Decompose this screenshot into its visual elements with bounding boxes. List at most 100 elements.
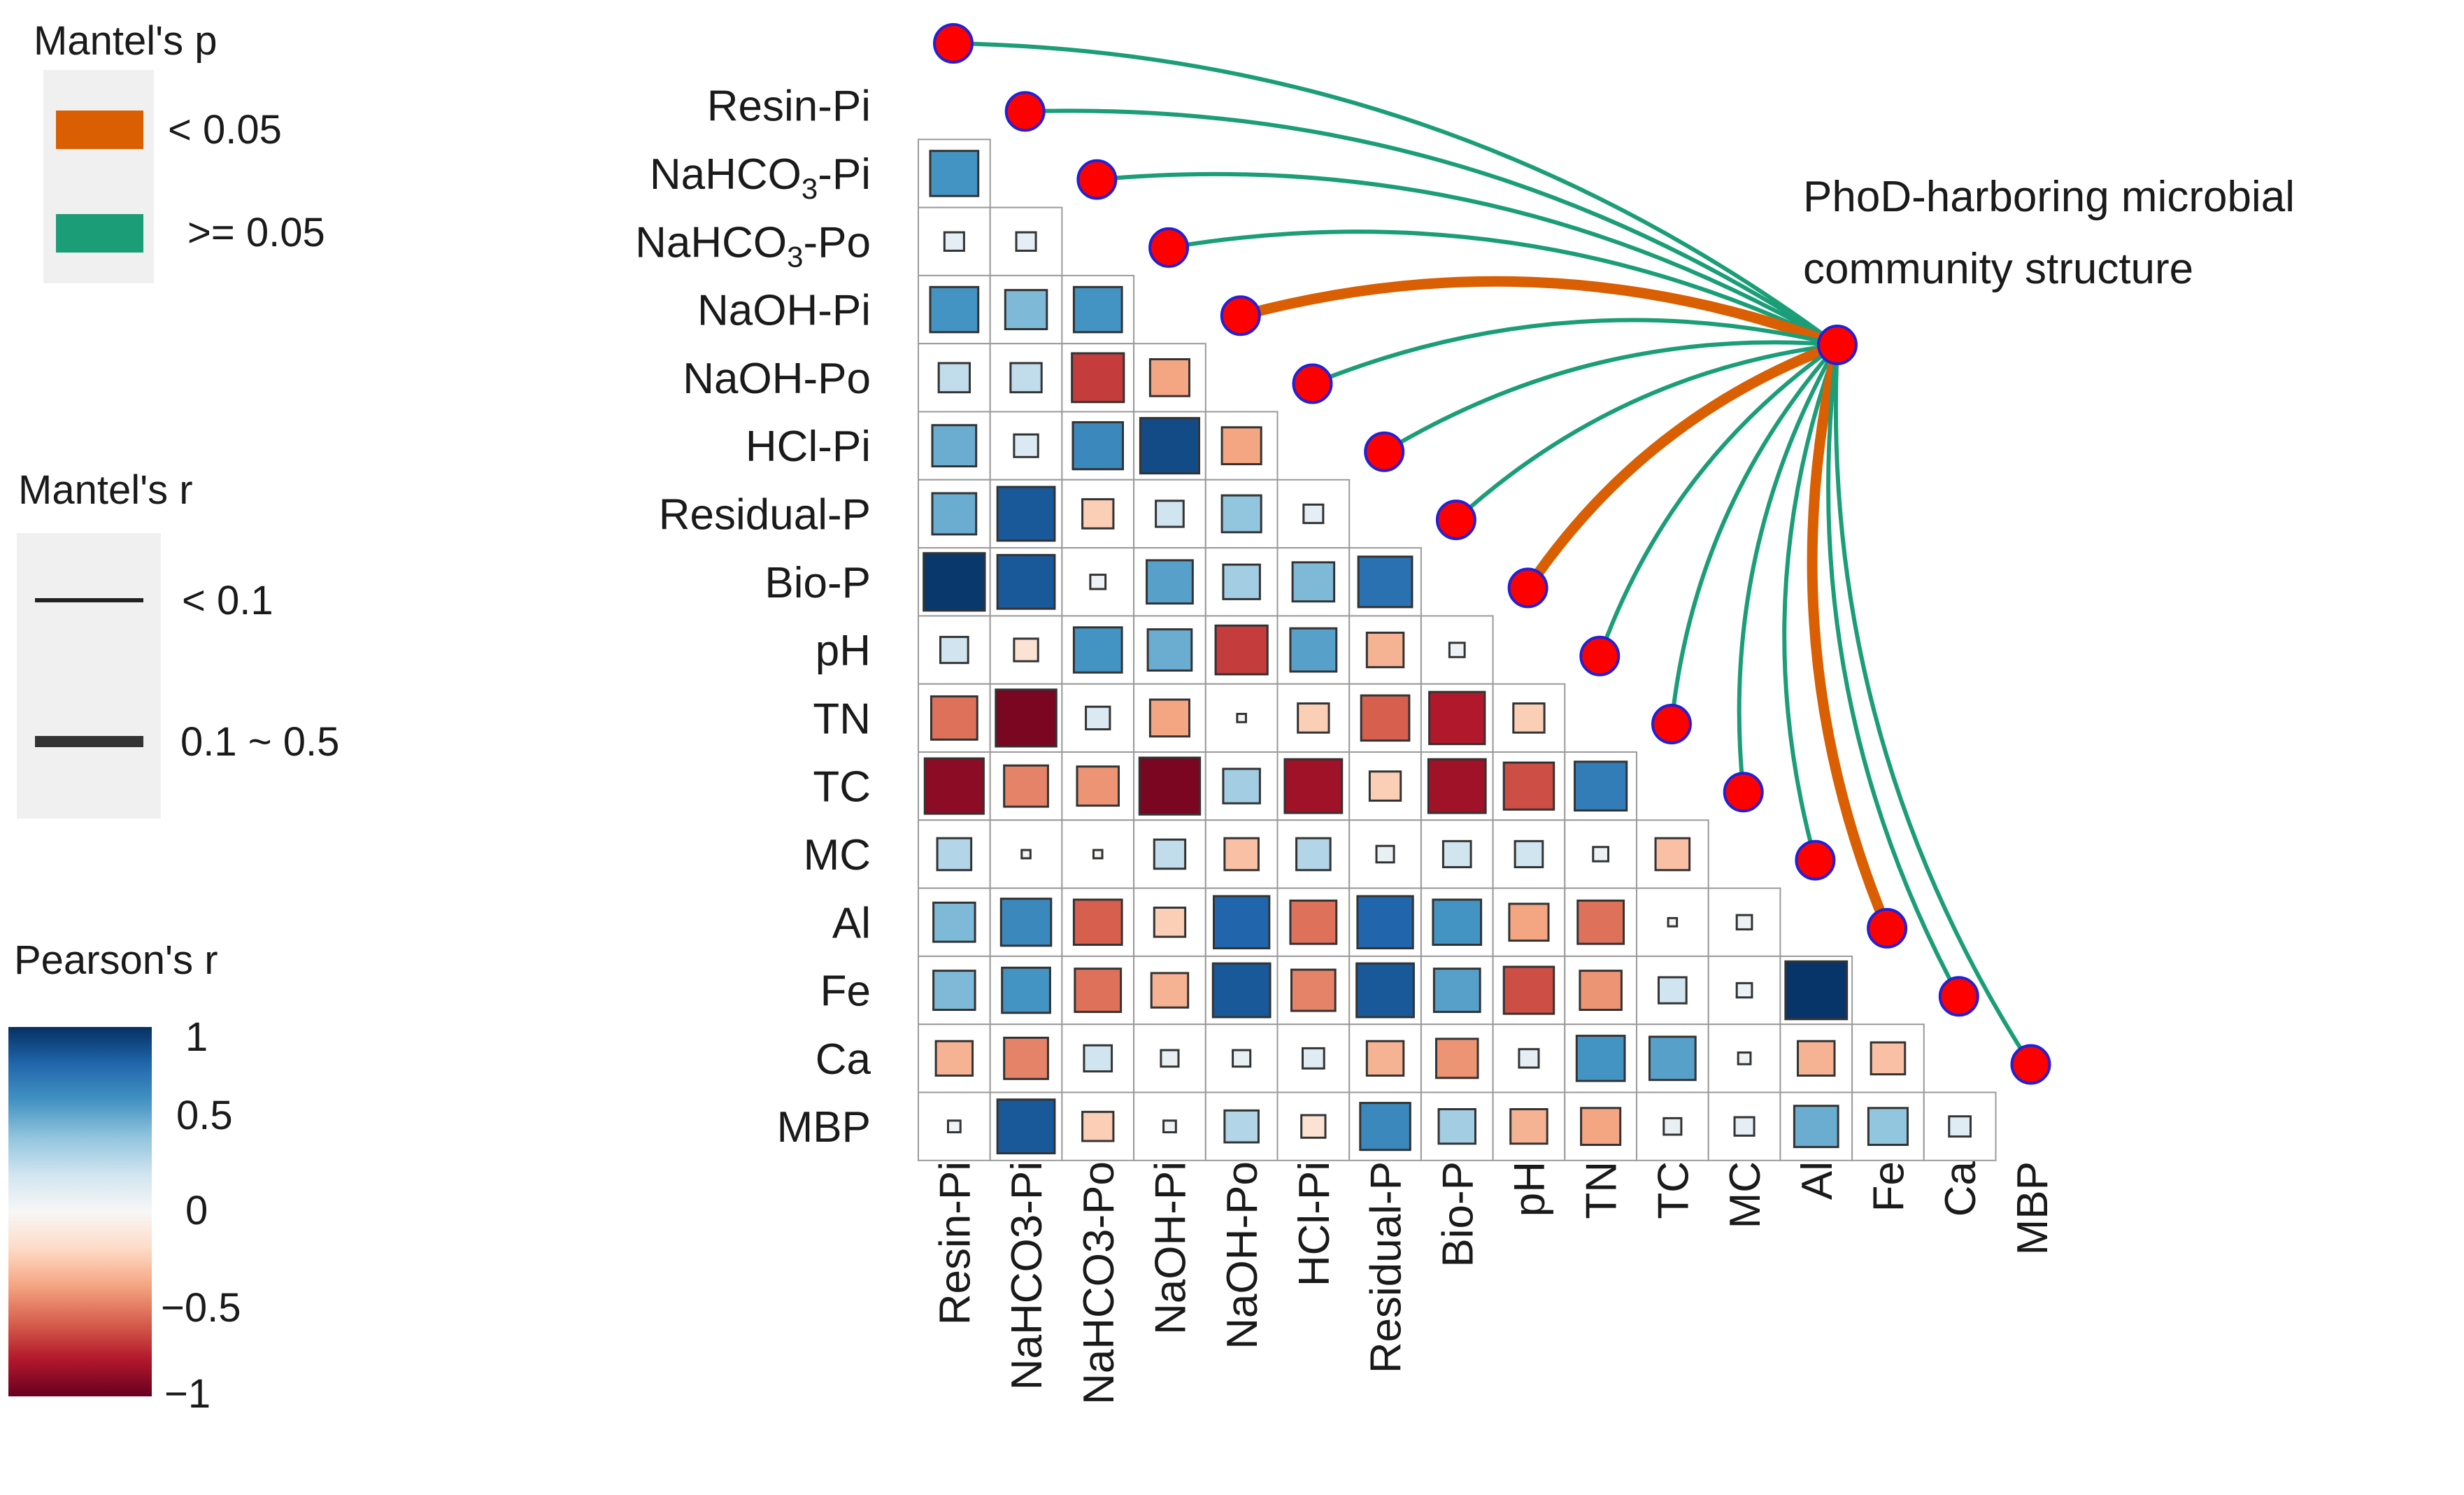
correlation-square: [1289, 899, 1338, 945]
variable-node: [933, 23, 974, 64]
variable-nodes: [933, 23, 2051, 1085]
row-label: MBP: [777, 1103, 871, 1152]
correlation-square: [1437, 1108, 1476, 1145]
correlation-square: [996, 1098, 1056, 1155]
correlation-square: [1081, 498, 1115, 530]
correlation-square: [1290, 968, 1337, 1012]
variable-node: [1938, 976, 1979, 1017]
correlation-square: [1648, 1035, 1697, 1082]
column-label: Bio-P: [1434, 1161, 1482, 1268]
mantel-edge: [1807, 339, 1893, 934]
pearson-tick-neg-1: −1: [164, 1371, 211, 1417]
correlation-square: [1357, 555, 1413, 609]
variable-node: [1507, 567, 1548, 609]
correlation-square: [1432, 898, 1483, 947]
column-label: MC: [1721, 1161, 1769, 1228]
correlation-square: [1667, 916, 1679, 928]
column-label: HCl-Pi: [1290, 1161, 1339, 1287]
column-label: TC: [1649, 1161, 1697, 1219]
correlation-square: [1020, 849, 1032, 860]
correlation-square: [1212, 895, 1271, 950]
variable-node: [1723, 772, 1764, 813]
variable-node: [1292, 363, 1333, 404]
variable-node: [1220, 295, 1261, 336]
legend-mantel-r-background: [17, 533, 161, 819]
correlation-square: [1733, 1116, 1756, 1137]
correlation-square: [1083, 1044, 1113, 1072]
row-label: Al: [832, 899, 871, 947]
column-label: NaOH-Po: [1218, 1161, 1267, 1349]
mantel-edge: [1235, 276, 1843, 350]
correlation-square: [939, 635, 969, 665]
correlation-square: [1220, 426, 1262, 465]
correlation-square: [1009, 362, 1043, 394]
correlation-square: [1139, 417, 1201, 475]
correlation-square: [1001, 966, 1051, 1014]
variable-node: [1148, 227, 1190, 268]
row-label: HCl-Pi: [746, 423, 871, 471]
legend-pearson-title: Pearson's r: [14, 937, 218, 983]
correlation-square: [1735, 914, 1753, 930]
row-label: TN: [813, 695, 871, 743]
correlation-square: [1162, 1119, 1177, 1133]
correlation-square: [1427, 758, 1487, 814]
mantel-edge: [1523, 339, 1843, 593]
variable-node: [1651, 704, 1692, 744]
correlation-square: [1448, 642, 1466, 658]
correlation-square: [1148, 698, 1190, 738]
correlation-square: [1074, 968, 1123, 1013]
correlation-square: [1289, 627, 1338, 673]
row-label: pH: [816, 627, 871, 675]
legend-mantel-p-title: Mantel's p: [34, 18, 218, 64]
correlation-square: [929, 285, 980, 334]
legend-r-thick-label: 0.1 ~ 0.5: [180, 719, 339, 765]
correlation-square: [1146, 628, 1193, 672]
variable-node: [1364, 431, 1405, 472]
correlation-square: [1211, 962, 1272, 1019]
mantel-edge: [951, 41, 1839, 347]
correlation-square: [1434, 1037, 1479, 1079]
correlation-square: [1089, 574, 1107, 590]
correlation-square: [932, 970, 976, 1011]
mantel-edge: [1382, 340, 1839, 454]
correlation-square: [1223, 1109, 1260, 1144]
column-label: Resin-Pi: [931, 1161, 979, 1325]
mantel-edge: [1782, 343, 1839, 863]
correlation-square: [931, 424, 978, 468]
correlation-square: [999, 898, 1053, 947]
correlation-square: [1220, 494, 1262, 534]
correlation-square: [1081, 1110, 1115, 1142]
mantel-edge: [1023, 108, 1839, 347]
correlation-square: [1514, 839, 1544, 869]
correlation-square: [1356, 895, 1414, 950]
correlation-square: [1375, 844, 1395, 864]
row-label: Resin-Pi: [707, 83, 871, 131]
correlation-square: [1150, 972, 1190, 1009]
legend-p-significant-label: < 0.05: [168, 107, 282, 153]
pearson-tick-1: 1: [185, 1014, 208, 1060]
correlation-square: [1300, 1114, 1327, 1139]
correlation-square: [1072, 898, 1123, 947]
correlation-square: [1735, 982, 1753, 999]
matrix-cell: [1851, 1023, 1925, 1093]
mantel-target: PhoD-harboring microbial community struc…: [1803, 173, 2295, 293]
correlation-square: [1509, 1108, 1548, 1145]
correlation-square: [1301, 1047, 1325, 1070]
row-label: Fe: [820, 968, 871, 1016]
mantel-edge: [1167, 229, 1839, 347]
correlation-square: [1797, 1040, 1836, 1077]
correlation-square: [1214, 624, 1269, 676]
legend-r-thin-label: < 0.1: [182, 578, 273, 623]
correlation-square: [1222, 563, 1261, 600]
correlation-matrix: [918, 139, 1997, 1161]
correlation-square: [1508, 902, 1550, 942]
correlation-square: [1297, 702, 1330, 734]
target-label-line-1: PhoD-harboring microbial: [1803, 173, 2295, 221]
variable-node: [1004, 91, 1046, 132]
column-label: Residual-P: [1362, 1161, 1411, 1373]
variable-node: [1867, 907, 1908, 949]
correlation-square: [1441, 839, 1472, 869]
correlation-square: [1013, 433, 1039, 458]
row-label: NaOH-Po: [683, 355, 871, 403]
